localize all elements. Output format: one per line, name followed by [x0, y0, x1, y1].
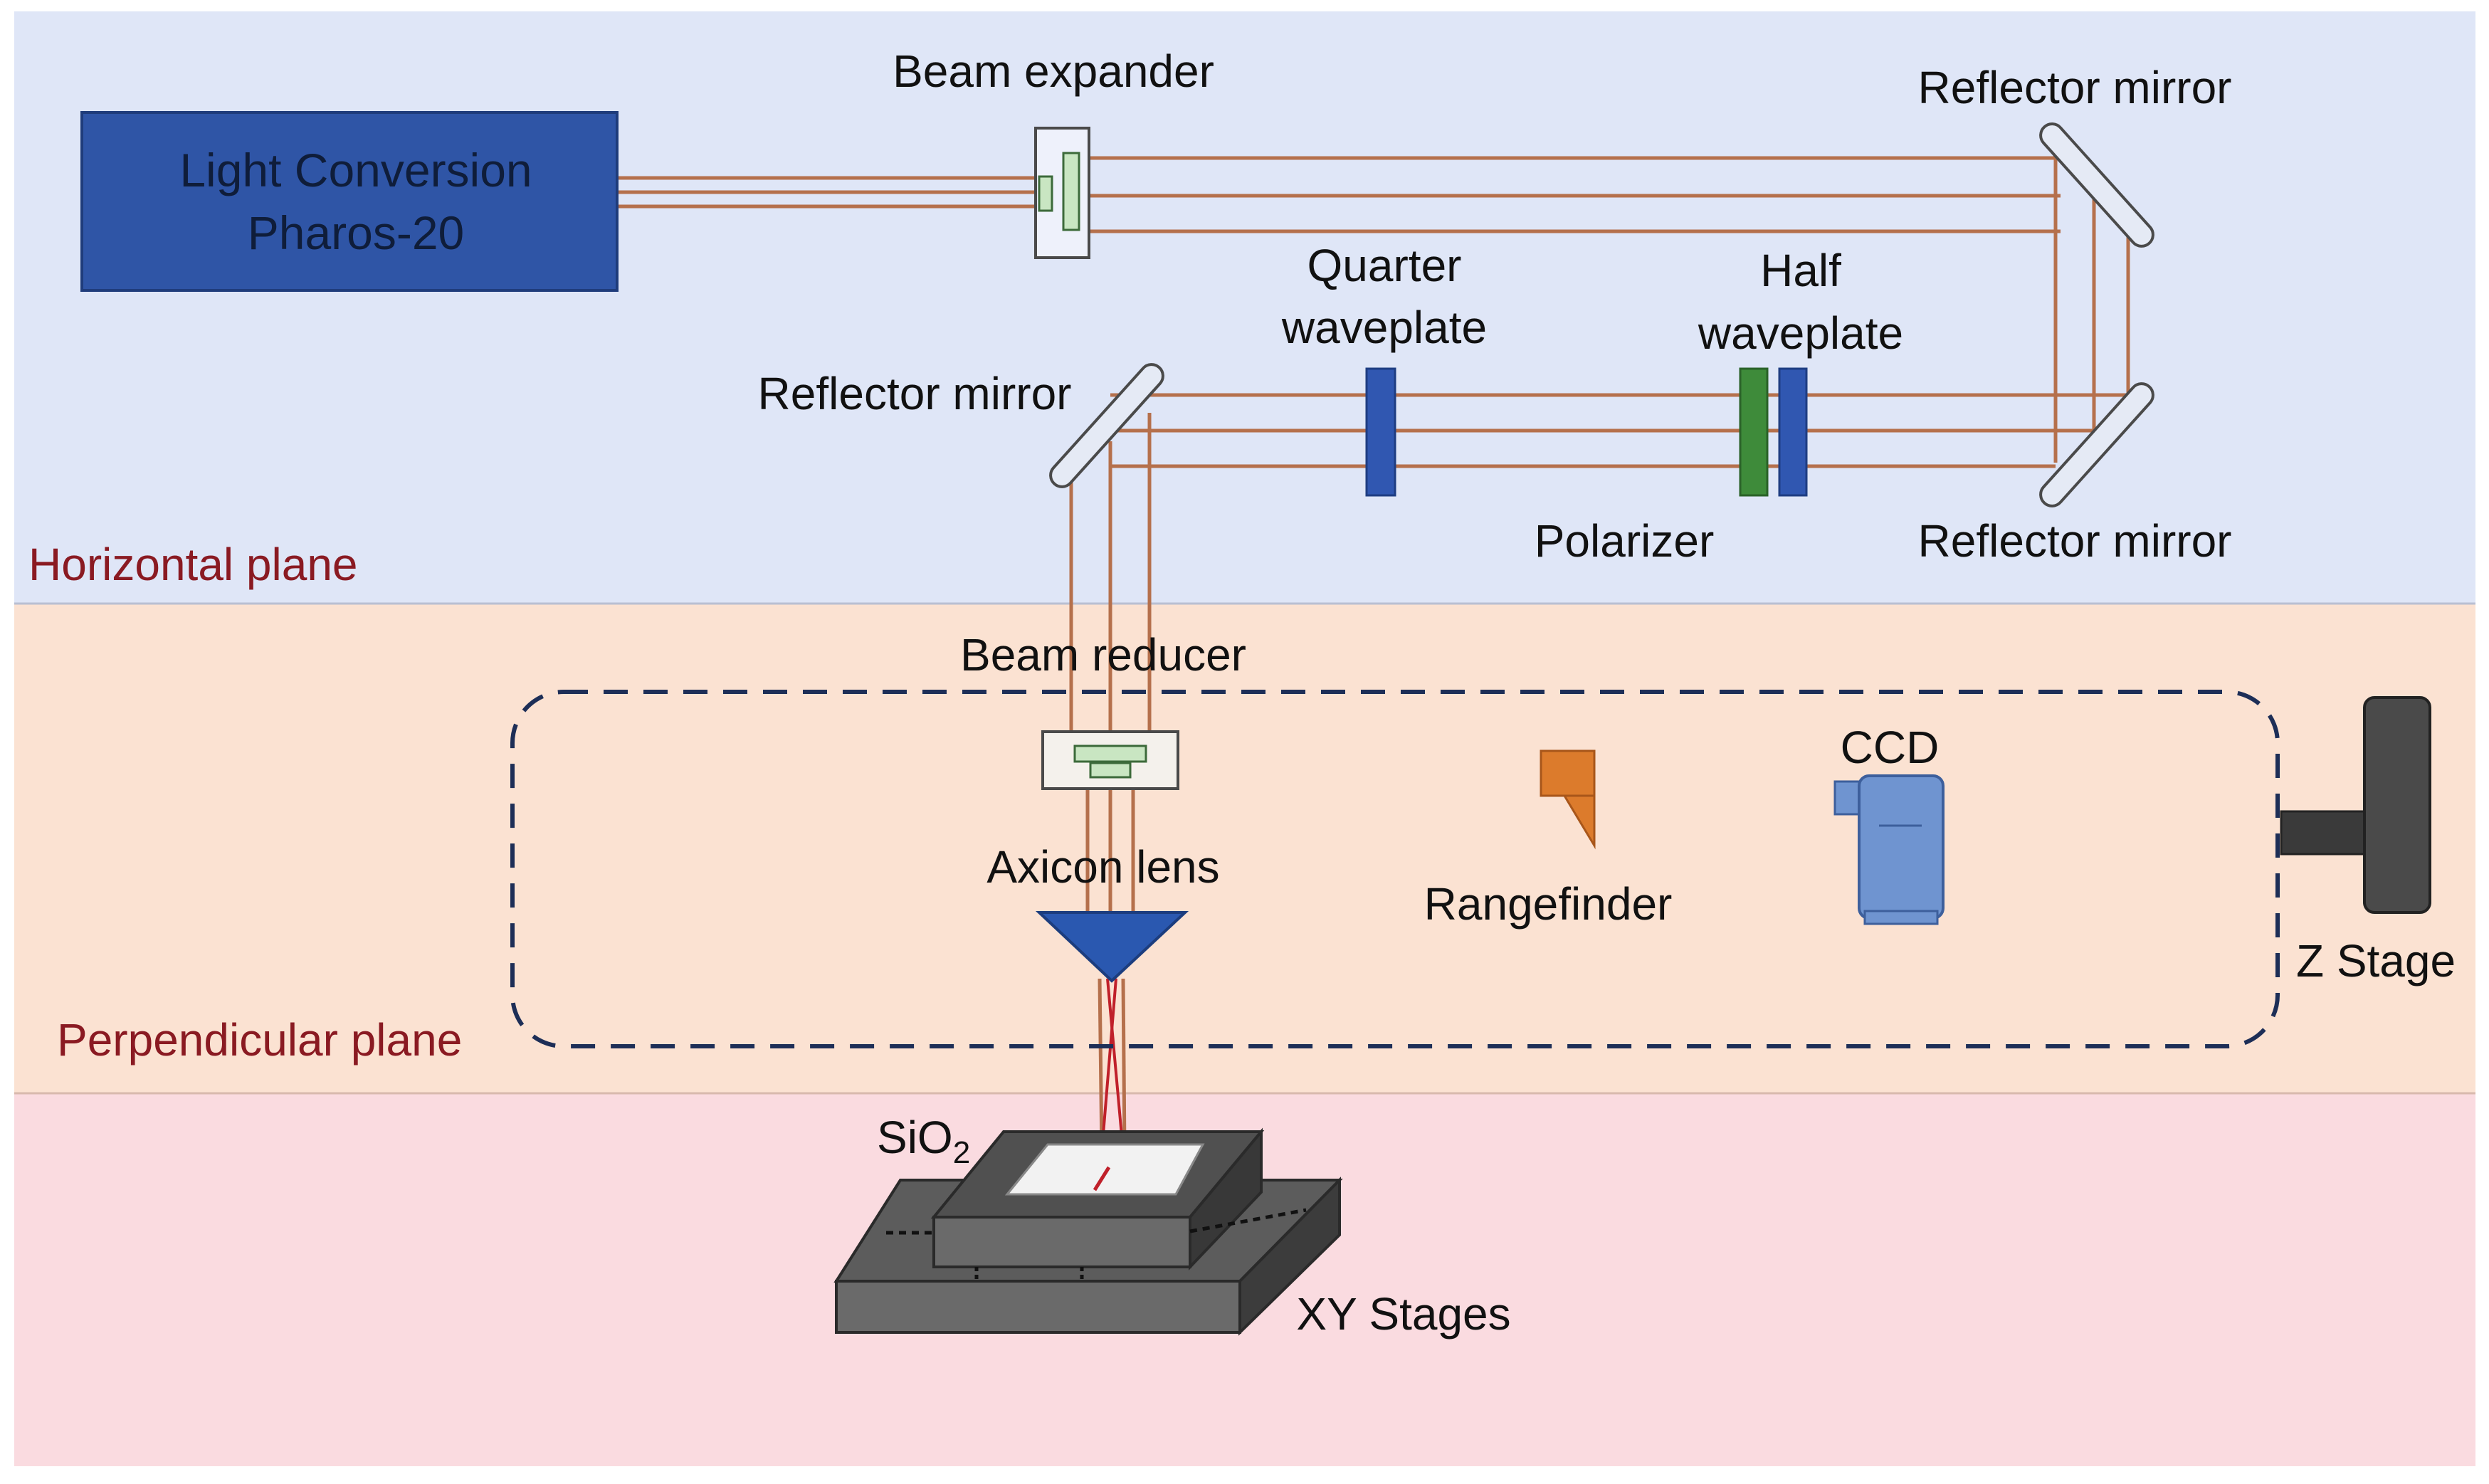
sio2-sample	[1004, 1143, 1205, 1196]
z-stage	[2280, 696, 2431, 914]
reflector-mirror-top-right	[2039, 122, 2154, 248]
reflector-mirror-left	[1049, 363, 1164, 488]
laser-beam-paths	[618, 156, 2130, 918]
beam-reducer	[1041, 730, 1179, 790]
beam-expander-label: Beam expander	[893, 46, 1214, 97]
half-waveplate-label-line2: waveplate	[1698, 307, 1903, 359]
reflector-mirror-bottom-right-label: Reflector mirror	[1918, 515, 2232, 567]
polarizer-label: Polarizer	[1535, 515, 1715, 567]
reflector-mirror-left-label: Reflector mirror	[758, 368, 1072, 419]
horizontal-plane-label: Horizontal plane	[28, 539, 358, 590]
half-waveplate-label-line1: Half	[1760, 245, 1841, 296]
quarter-waveplate	[1365, 367, 1396, 497]
polarizer	[1739, 367, 1769, 497]
beam-reducer-label: Beam reducer	[960, 629, 1246, 680]
xy-stages-label: XY Stages	[1296, 1288, 1510, 1340]
quarter-waveplate-label-line2: waveplate	[1281, 302, 1487, 353]
horizontal-plane-region	[14, 11, 2475, 604]
rangefinder-label: Rangefinder	[1424, 878, 1673, 930]
perpendicular-plane-region	[14, 604, 2475, 1093]
xy-stages	[833, 1127, 1343, 1336]
beam-expander	[1034, 127, 1090, 259]
focused-beam	[1098, 978, 1127, 1152]
axicon-lens-label: Axicon lens	[986, 841, 1219, 893]
axicon-lens	[1035, 911, 1189, 983]
half-waveplate	[1778, 367, 1808, 497]
laser-track-on-sample	[1093, 1166, 1111, 1191]
laser-source-line1: Light Conversion	[179, 144, 532, 196]
reflector-mirror-bottom-right	[2039, 382, 2154, 507]
laser-source-box	[80, 111, 619, 292]
reflector-mirror-top-right-label: Reflector mirror	[1918, 62, 2232, 113]
z-stage-label: Z Stage	[2296, 935, 2456, 986]
quarter-waveplate-label-line1: Quarter	[1307, 240, 1462, 291]
ccd-label: CCD	[1841, 722, 1940, 773]
rangefinder	[1540, 749, 1596, 850]
ccd-camera	[1833, 774, 1945, 925]
perpendicular-plane-label: Perpendicular plane	[57, 1014, 462, 1065]
sio2-label: SiO2	[877, 1112, 970, 1170]
laser-source-line2: Pharos-20	[248, 206, 465, 259]
